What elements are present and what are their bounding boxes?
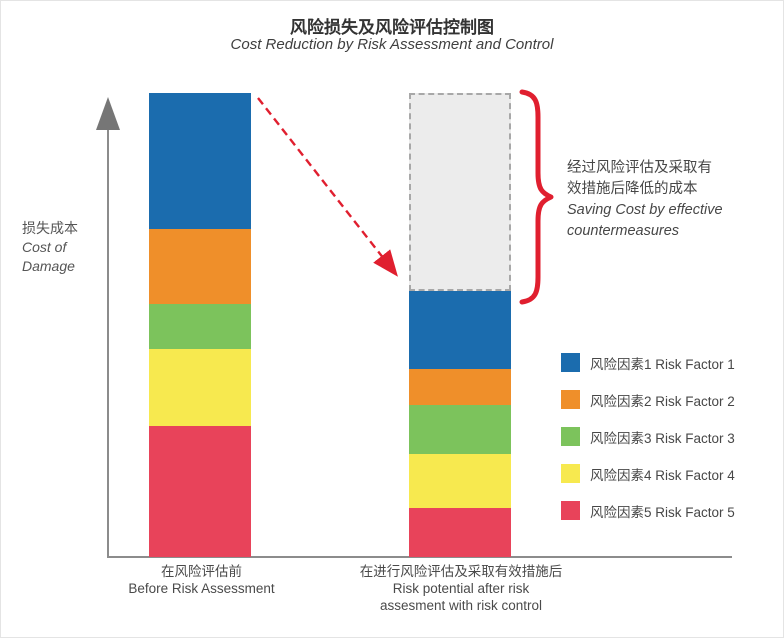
legend-label: 风险因素4 Risk Factor 4 — [590, 467, 735, 483]
bar-segment — [409, 405, 511, 454]
y-axis-label-en-line2: Damage — [22, 258, 75, 274]
legend-swatch — [561, 353, 580, 372]
legend-item: 风险因素1 Risk Factor 1 — [561, 353, 735, 372]
x-label-before-zh: 在风险评估前 — [161, 564, 242, 579]
saved-cost-region — [409, 93, 511, 291]
saving-annotation-zh-line2: 效措施后降低的成本 — [567, 181, 698, 197]
bar-segment — [149, 93, 251, 229]
saving-annotation: 经过风险评估及采取有 效措施后降低的成本 Saving Cost by effe… — [567, 158, 723, 242]
x-label-after-en-line1: Risk potential after risk — [392, 581, 530, 596]
saving-annotation-en-line1: Saving Cost by effective — [567, 202, 723, 218]
legend-label: 风险因素2 Risk Factor 2 — [590, 393, 735, 409]
bar-segment — [409, 508, 511, 557]
bar-segment — [149, 229, 251, 304]
y-axis-label-zh: 损失成本 — [22, 220, 78, 236]
legend-label: 风险因素1 Risk Factor 1 — [590, 356, 735, 372]
x-label-before-en: Before Risk Assessment — [128, 581, 275, 596]
chart-title: 风险损失及风险评估控制图 — [290, 18, 494, 37]
saving-annotation-en-line2: countermeasures — [567, 223, 680, 239]
bar-segment — [409, 291, 511, 369]
x-label-after: 在进行风险评估及采取有效措施后 Risk potential after ris… — [331, 563, 591, 614]
y-axis-label: 损失成本 Cost of Damage — [22, 219, 78, 276]
y-axis-arrowhead-icon — [96, 97, 120, 130]
legend-swatch — [561, 501, 580, 520]
bar-segment — [409, 369, 511, 405]
legend-swatch — [561, 390, 580, 409]
legend-item: 风险因素3 Risk Factor 3 — [561, 427, 735, 446]
legend-swatch — [561, 427, 580, 446]
bar-segment — [149, 426, 251, 557]
legend-label: 风险因素5 Risk Factor 5 — [590, 504, 735, 520]
x-label-after-en-line2: assesment with risk control — [379, 598, 543, 613]
legend-item: 风险因素5 Risk Factor 5 — [561, 501, 735, 520]
chart-subtitle: Cost Reduction by Risk Assessment and Co… — [230, 36, 554, 53]
cost-reduction-arrow-icon — [257, 97, 398, 277]
stacked-bar-before-risk-assessment — [149, 93, 251, 557]
x-label-after-zh: 在进行风险评估及采取有效措施后 — [359, 564, 563, 579]
legend-item: 风险因素4 Risk Factor 4 — [561, 464, 735, 483]
saving-annotation-zh-line1: 经过风险评估及采取有 — [567, 160, 712, 176]
stacked-bar-after-risk-control — [409, 291, 511, 557]
bar-segment — [409, 454, 511, 508]
x-label-before: 在风险评估前 Before Risk Assessment — [119, 563, 284, 597]
legend: 风险因素1 Risk Factor 1 风险因素2 Risk Factor 2 风险… — [561, 353, 735, 520]
y-axis-label-en-line1: Cost of — [22, 239, 67, 255]
legend-label: 风险因素3 Risk Factor 3 — [590, 430, 735, 446]
saving-brace-icon — [519, 89, 554, 305]
bar-segment — [149, 349, 251, 426]
legend-swatch — [561, 464, 580, 483]
bar-segment — [149, 304, 251, 349]
legend-item: 风险因素2 Risk Factor 2 — [561, 390, 735, 409]
